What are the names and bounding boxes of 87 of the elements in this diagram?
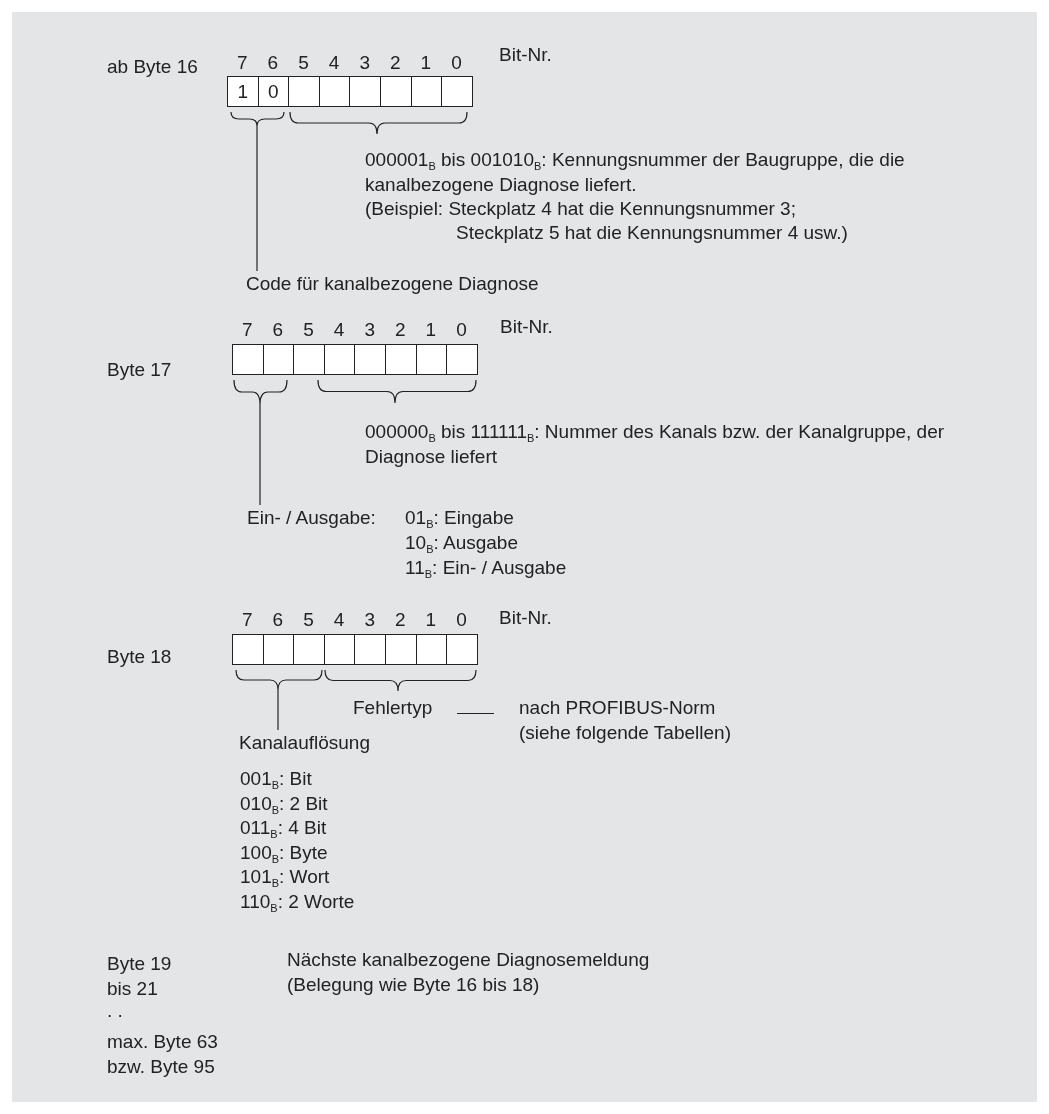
bit-number: 0 [455,318,468,342]
bit-cell [232,344,264,375]
bit-cell [262,634,295,665]
note-text: ab Byte 16 [107,55,198,79]
bit-cell [354,344,386,375]
bit-number: 0 [450,51,463,75]
bit-number: 7 [241,318,254,342]
bit-number: 2 [389,51,402,75]
bit-cell [323,344,356,375]
bit-cell [293,634,325,665]
bit-number: 3 [358,51,371,75]
note-text: Byte 17 [107,358,172,382]
bit-number: 5 [297,51,310,75]
note-text: Byte 19 bis 21 [107,952,173,1001]
note-text: 10$_{B}$: Ausgabe [405,531,518,555]
bit-number: 2 [394,608,407,632]
bit-number: 5 [302,318,315,342]
annotation-text: Kanalauflösung [239,730,389,755]
bit-cell [385,344,417,375]
bit-number: 6 [271,608,285,632]
note-text: 001$_{B}$: Bit [240,767,312,791]
bit-number: 4 [332,318,346,342]
bit-number: 3 [363,608,376,632]
curly-brace [324,669,477,692]
bit-cell [415,344,448,375]
note-text: Bit-Nr. [499,606,552,630]
note-text: Byte 18 [107,645,172,669]
bit-number: 6 [271,318,285,342]
bit-cell [349,76,381,107]
note-text: Nächste kanalbezogene Diagnosemeldung (Belegung wie Byte 16 bis 18) [287,948,651,997]
annotation-text: Fehlertyp [353,695,457,720]
curly-brace [235,669,323,691]
annotation-text: Ein- / Ausgabe: [247,505,397,530]
note-text: 110$_{B}$: 2 Worte [240,890,355,914]
bit-number: 7 [241,608,254,632]
leader-line [277,689,279,731]
curly-brace [233,379,288,405]
bit-number: 7 [236,51,249,75]
note-text: 100$_{B}$: Byte [240,840,328,865]
bit-number: 1 [424,608,438,632]
bit-number: 6 [266,51,280,75]
annotation-text: Code für kanalbezogene Diagnose [246,271,576,296]
note-text: 101$_{B}$: Wort [240,865,330,890]
note-text: (Beispiel: Steckplatz 4 hat die Kennungsnummer 3; [365,197,796,221]
curly-brace [317,379,477,404]
bit-cell [441,76,473,107]
bit-cell [232,634,264,665]
bit-number: 4 [332,608,346,632]
note-text: bzw. Byte 95 [107,1055,215,1079]
bit-cell [293,344,325,375]
curly-brace [230,111,285,127]
bit-number: 0 [455,608,468,632]
bit-number: 2 [394,318,407,342]
note-text: 010$_{B}$: 2 Bit [240,791,328,816]
bit-cell: 1 [227,76,259,107]
bit-cell [354,634,386,665]
bit-cell [410,76,443,107]
bit-cell [446,344,478,375]
curly-brace [289,111,468,135]
bit-cell [415,634,448,665]
bit-number: 1 [419,51,433,75]
note-text: 11$_{B}$: Ein- / Ausgabe [405,556,567,580]
bit-number: 3 [363,318,376,342]
leader-line [456,712,495,715]
note-text: 000001$_{B}$ bis 001010$_{B}$: Kennungsnummer der Baugruppe, die die kanalbezogene Diagnose liefert. [365,148,906,197]
bit-cell [446,634,478,665]
bit-cell [323,634,356,665]
bit-cell [380,76,412,107]
leader-line [259,403,261,506]
annotation-text: nach PROFIBUS-Norm (siehe folgende Tabellen) [494,695,764,745]
bit-cell [288,76,320,107]
note-text: 01$_{B}$: Eingabe [405,506,514,530]
bit-number: 5 [302,608,315,632]
bit-cell [262,344,295,375]
leader-line [256,125,258,272]
note-text: Steckplatz 5 hat die Kennungsnummer 4 usw.) [456,221,848,245]
bit-number: 1 [424,318,438,342]
note-text: 000000$_{B}$ bis 111111$_{B}$: Nummer des Kanals bzw. der Kanalgruppe, der Diagnose liefert [365,420,946,469]
bit-cell [385,634,417,665]
note-text: Bit-Nr. [499,43,552,67]
note-text: 011$_{B}$: 4 Bit [240,816,327,841]
bit-cell: 0 [257,76,290,107]
bit-number: 4 [327,51,341,75]
bit-cell [318,76,351,107]
note-text: max. Byte 63 [107,1030,218,1054]
note-text: . . [107,999,123,1023]
note-text: Bit-Nr. [500,315,553,339]
